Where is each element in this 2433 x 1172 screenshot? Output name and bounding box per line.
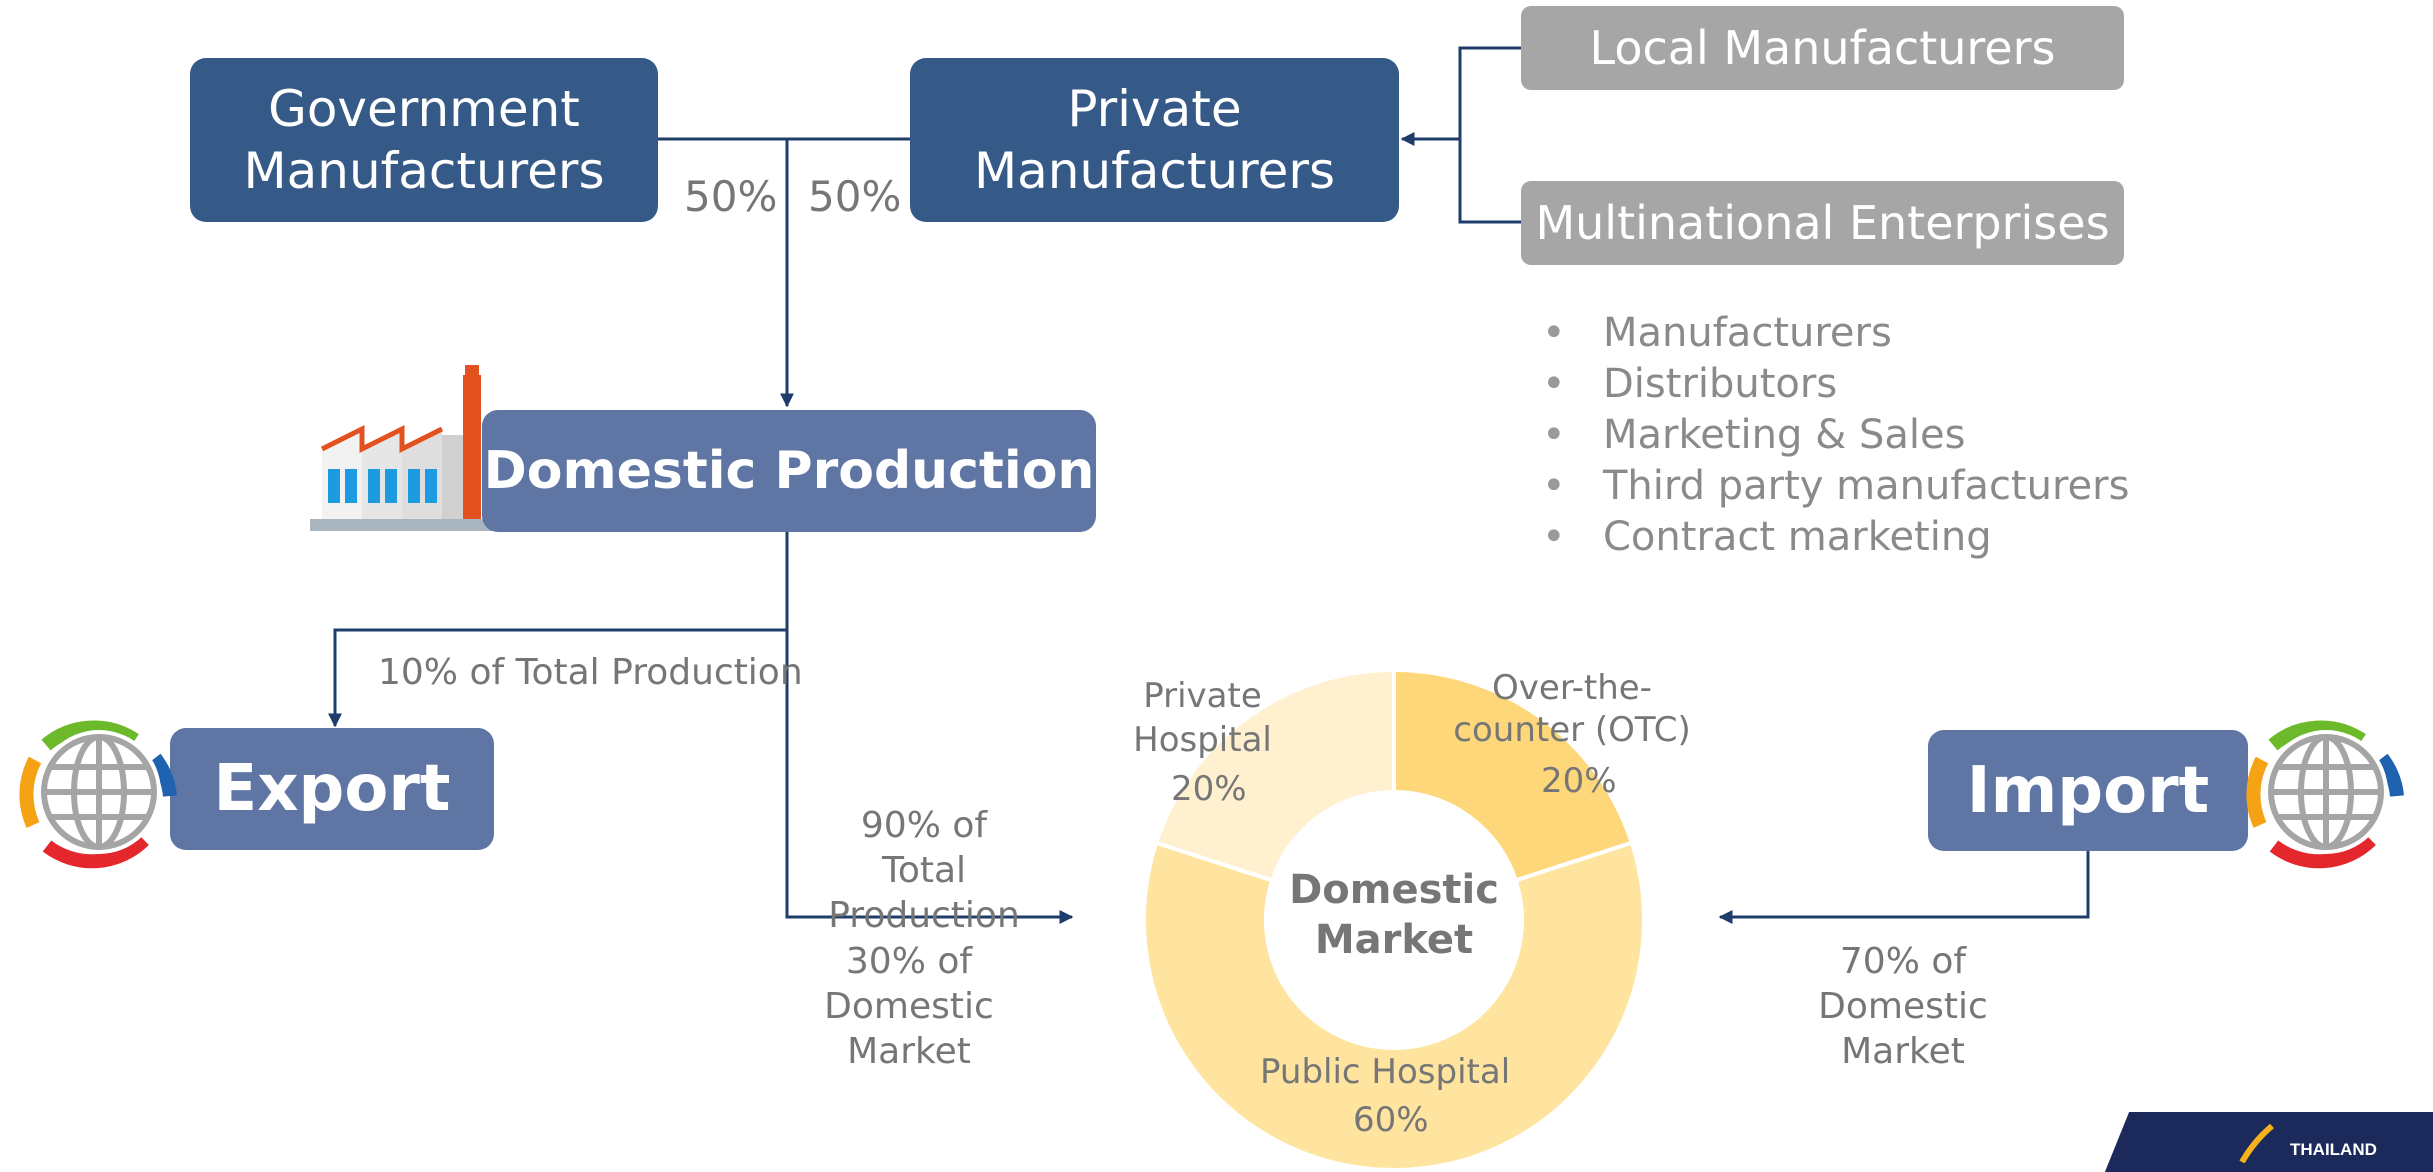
list-item: Third party manufacturers <box>1542 461 2129 512</box>
private-manufacturers-label: Private Manufacturers <box>973 80 1335 200</box>
list-item: Distributors <box>1542 359 2129 410</box>
government-manufacturers-label: Government Manufacturers <box>243 80 605 200</box>
domestic-production-box: Domestic Production <box>482 410 1096 532</box>
list-item: Contract marketing <box>1542 512 2129 563</box>
multinational-enterprises-label: Multinational Enterprises <box>1535 196 2110 250</box>
factory-icon <box>310 365 495 531</box>
multinational-enterprises-box: Multinational Enterprises <box>1521 181 2124 265</box>
export-label: Export <box>213 752 451 826</box>
donut-slice-public-hospital <box>1142 840 1646 1170</box>
export-box: Export <box>170 728 494 850</box>
logo-swoosh-icon <box>2239 1123 2274 1163</box>
chart-slice-value-otc: 20% <box>1541 761 1617 801</box>
list-item: Marketing & Sales <box>1542 410 2129 461</box>
donut-slice-otc <box>1392 667 1635 883</box>
link-import-to-market <box>1718 851 2090 924</box>
domestic-flow-label: 90% of Total Production <box>828 805 1020 936</box>
chart-slice-value-public-hospital: 60% <box>1353 1100 1429 1140</box>
logo-text: THAILAND <box>2290 1140 2377 1159</box>
export-flow-label: 10% of Total Production <box>378 652 803 693</box>
government-share-label: 50% <box>684 172 778 221</box>
import-share-label: 70% of Domestic Market <box>1818 941 1988 1072</box>
globe-icon <box>2246 720 2404 869</box>
chart-slice-label-public-hospital: Public Hospital <box>1260 1052 1511 1092</box>
local-manufacturers-label: Local Manufacturers <box>1589 21 2056 75</box>
multinational-roles-list: Manufacturers Distributors Marketing & S… <box>1542 308 2129 563</box>
government-manufacturers-box: Government Manufacturers <box>190 58 658 222</box>
link-to-export <box>328 628 787 728</box>
donut-slice-private-hospital <box>1153 667 1396 883</box>
domestic-market-donut-chart <box>1142 667 1646 1170</box>
private-share-label: 50% <box>808 172 902 221</box>
globe-icon <box>19 720 177 869</box>
import-box: Import <box>1928 730 2248 851</box>
chart-slice-label-private-hospital: Private Hospital <box>1133 676 1272 760</box>
domestic-production-label: Domestic Production <box>483 441 1095 501</box>
chart-slice-label-otc: Over-the- counter (OTC) <box>1453 668 1691 750</box>
list-item: Manufacturers <box>1542 308 2129 359</box>
private-manufacturers-box: Private Manufacturers <box>910 58 1399 222</box>
import-label: Import <box>1966 753 2210 828</box>
domestic-share-label: 30% of Domestic Market <box>824 941 994 1072</box>
chart-slice-value-private-hospital: 20% <box>1171 769 1247 809</box>
local-manufacturers-box: Local Manufacturers <box>1521 6 2124 90</box>
link-to-domestic-market <box>785 630 1074 924</box>
link-subsidiaries <box>1458 46 1521 224</box>
chart-center-title: Domestic Market <box>1289 867 1499 963</box>
